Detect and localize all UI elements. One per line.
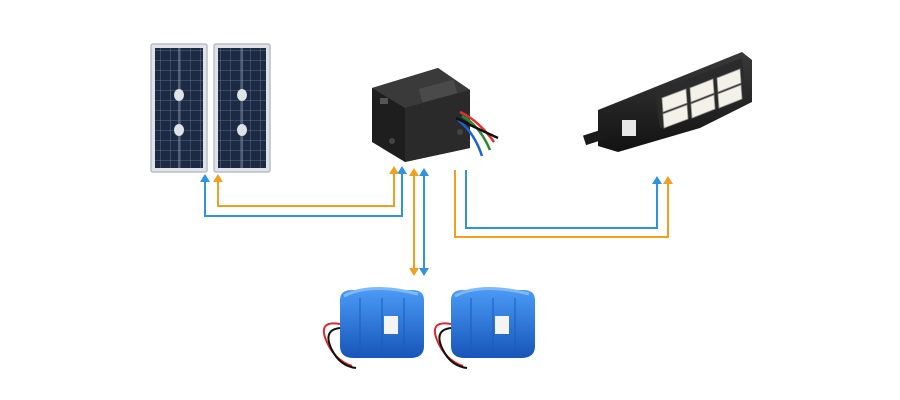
connector-controller-batteries (413, 174, 425, 270)
lithium-battery-pack-icon (433, 286, 535, 369)
connector-controller-light (454, 170, 669, 238)
arrowhead-icon (200, 166, 407, 182)
solar-street-light-icon (582, 52, 752, 152)
arrowhead-icon (409, 168, 429, 276)
solar-panel-icon (150, 43, 208, 173)
charge-controller-icon (372, 68, 499, 162)
arrowhead-icon (652, 176, 673, 184)
connector-panels-controller (204, 170, 403, 217)
solar-panel-icon (213, 43, 271, 173)
lithium-battery-pack-icon (322, 286, 424, 369)
